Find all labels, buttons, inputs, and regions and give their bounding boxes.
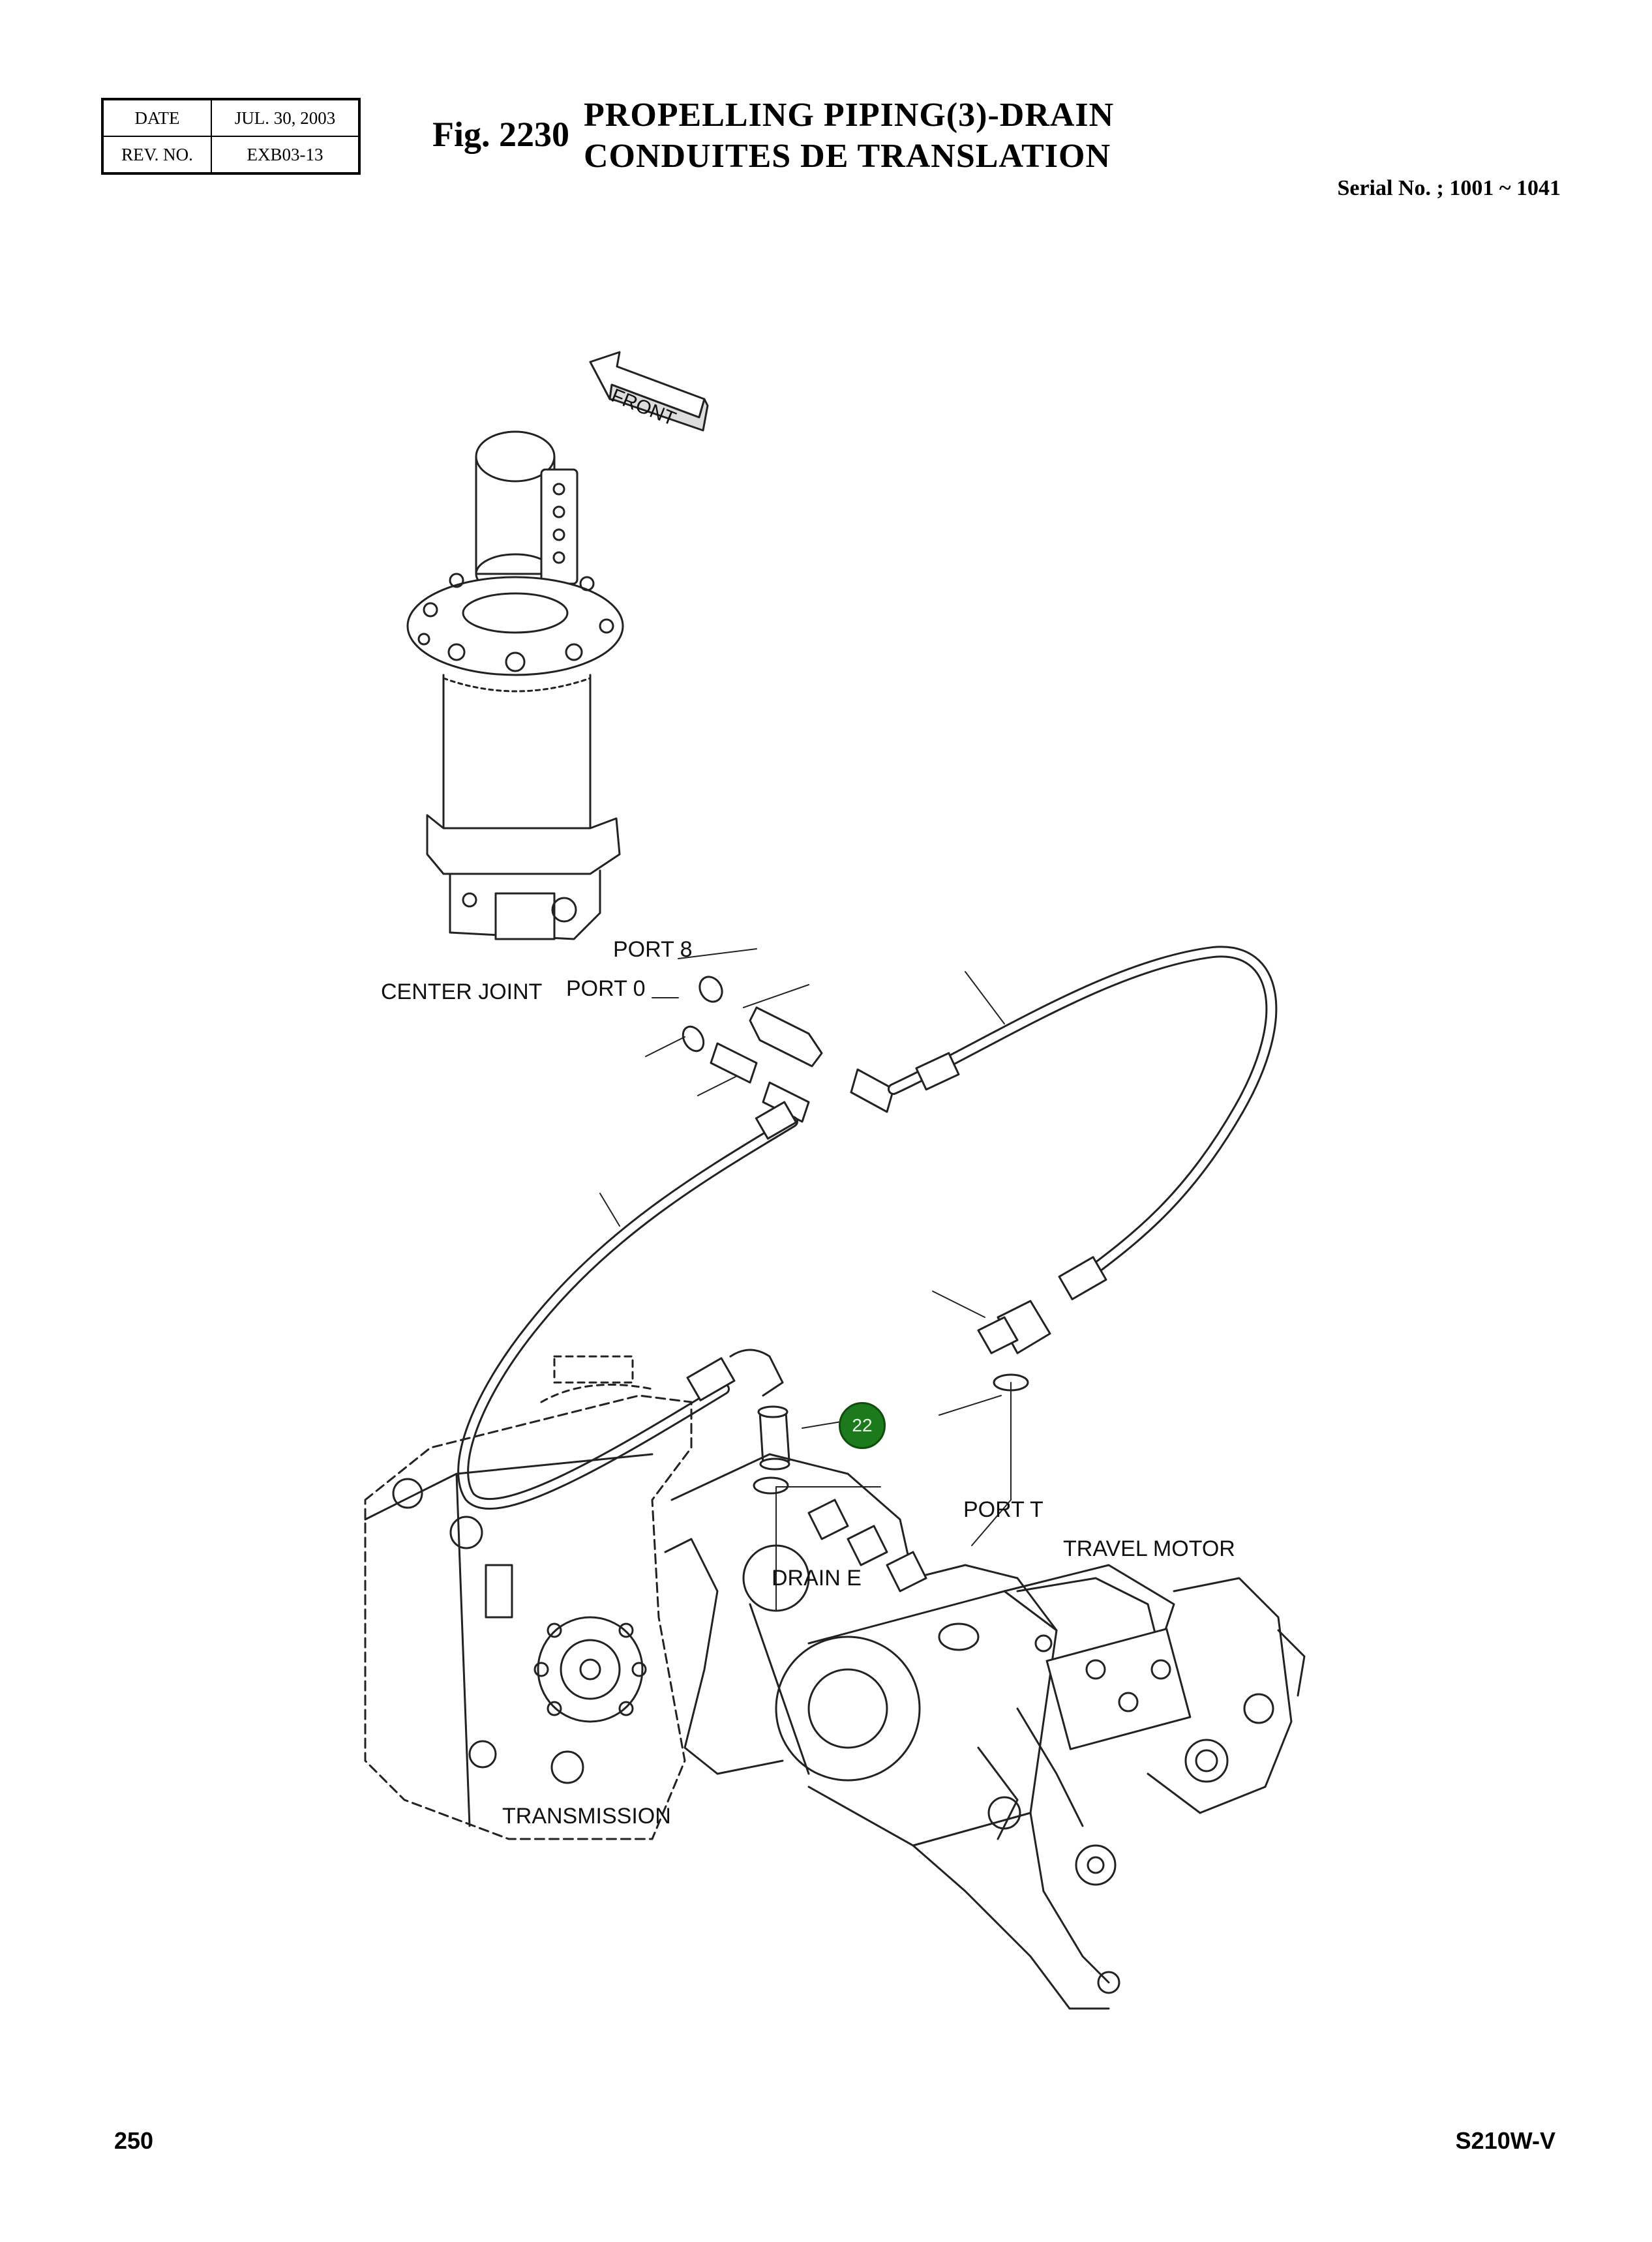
- serial-range: Serial No. ; 1001 ~ 1041: [1337, 176, 1561, 200]
- model-number: S210W-V: [1455, 2127, 1555, 2154]
- label-transmission: TRANSMISSION: [502, 1804, 671, 1829]
- date-row: DATE JUL. 30, 2003: [102, 98, 360, 137]
- part-callout-22[interactable]: 22: [839, 1402, 886, 1449]
- right-drain-hose: [888, 946, 1278, 1354]
- adapter-icon: [757, 1405, 790, 1471]
- transmission-icon: [364, 1355, 693, 1840]
- front-arrow-icon: [589, 351, 709, 432]
- travel-motor-icon: [664, 1453, 1306, 2010]
- label-port-0: PORT 0: [566, 976, 646, 1001]
- title-french: CONDUITES DE TRANSLATION: [584, 138, 1111, 175]
- date-value: JUL. 30, 2003: [211, 98, 360, 137]
- revision-table: DATE JUL. 30, 2003 REV. NO. EXB03-13: [101, 98, 361, 175]
- label-port-8: PORT 8: [613, 937, 693, 962]
- figure-number: Fig. 2230: [432, 115, 569, 154]
- page-number: 250: [114, 2127, 154, 2154]
- left-drain-hose: [457, 1101, 798, 1510]
- label-port-t: PORT T: [963, 1497, 1044, 1522]
- date-label: DATE: [102, 98, 212, 137]
- o-ring-icon: [698, 976, 723, 1003]
- label-drain-e: DRAIN E: [772, 1566, 862, 1591]
- rev-value: EXB03-13: [211, 136, 360, 174]
- center-joint-icon: [406, 430, 624, 940]
- label-center-joint: CENTER JOINT: [381, 979, 543, 1004]
- rev-label: REV. NO.: [102, 136, 212, 174]
- title-english: PROPELLING PIPING(3)-DRAIN: [584, 97, 1115, 134]
- rev-row: REV. NO. EXB03-13: [102, 136, 360, 174]
- label-travel-motor: TRAVEL MOTOR: [1063, 1536, 1235, 1561]
